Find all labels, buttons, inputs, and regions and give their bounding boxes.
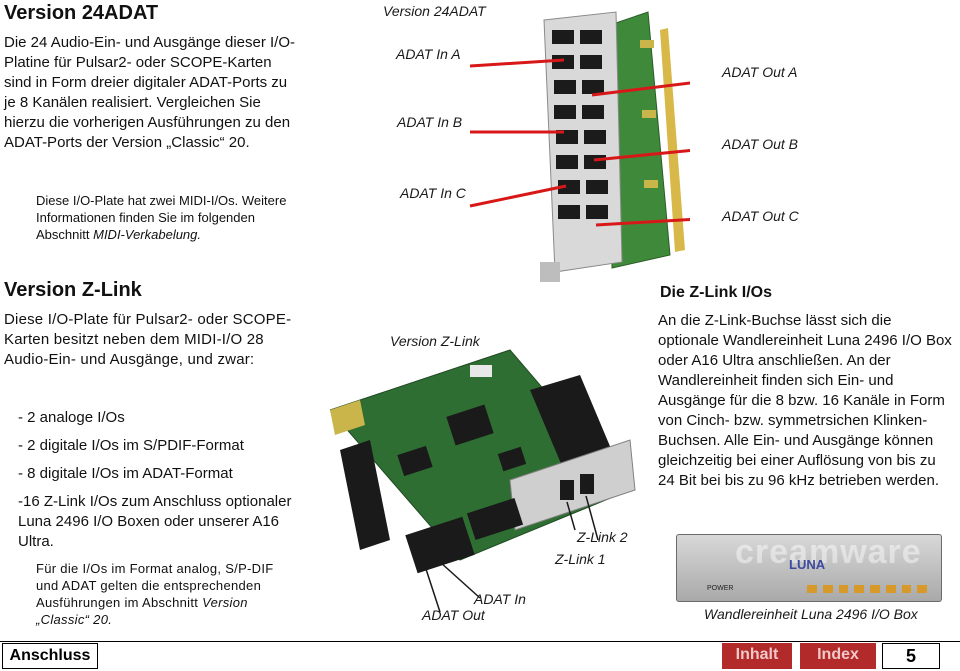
midi-link[interactable]: MIDI-Verkabelung. (93, 227, 202, 242)
label-adat-out-c: ADAT Out C (722, 208, 799, 224)
page-number: 5 (882, 643, 940, 669)
label-zlink-1: Z-Link 1 (555, 551, 606, 567)
zlink-note: Für die I/Os im Format analog, S/P-DIF u… (36, 560, 294, 628)
midi-paragraph: Diese I/O-Plate hat zwei MIDI-I/Os. Weit… (36, 192, 294, 243)
zlink-card-illustration (330, 349, 636, 613)
label-adat-in-b: ADAT In B (397, 114, 463, 130)
list-item: - 2 digitale I/Os im S/PDIF-Format (18, 437, 244, 454)
list-item: - 2 analoge I/Os (18, 409, 125, 426)
device-brand-watermark: creamware (735, 533, 922, 571)
label-zlink-2: Z-Link 2 (577, 529, 628, 545)
device-power-label: POWER (707, 585, 734, 592)
adat-card-illustration (469, 11, 690, 282)
image-caption-zlink: Version Z-Link (390, 333, 480, 349)
section-title-zlink: Version Z-Link (4, 279, 142, 301)
label-zlink-adat-out: ADAT Out (422, 607, 485, 623)
section-title-zlink-ios: Die Z-Link I/Os (660, 284, 773, 301)
label-adat-in-c: ADAT In C (400, 185, 466, 201)
list-item: -16 Z-Link I/Os zum Anschluss optionaler… (18, 493, 292, 550)
section-name-label: Anschluss (2, 643, 98, 669)
label-zlink-adat-in: ADAT In (474, 591, 526, 607)
list-item: - 8 digitale I/Os im ADAT-Format (18, 465, 233, 482)
label-adat-out-b: ADAT Out B (722, 136, 798, 152)
luna-device-illustration: creamware LUNA POWER (676, 533, 942, 602)
device-logo: LUNA (789, 557, 826, 572)
section-title-24adat: Version 24ADAT (4, 2, 159, 24)
inhalt-button[interactable]: Inhalt (722, 643, 792, 669)
zlink-ios-paragraph: An die Z-Link-Buchse lässt sich die opti… (658, 312, 952, 489)
label-adat-in-a: ADAT In A (396, 46, 461, 62)
image-caption-luna: Wandlereinheit Luna 2496 I/O Box (704, 606, 918, 622)
intro-paragraph-zlink: Diese I/O-Plate für Pulsar2- oder SCOPE-… (4, 311, 292, 368)
footer-rule (0, 641, 960, 642)
image-caption-24adat: Version 24ADAT (383, 3, 486, 19)
index-button[interactable]: Index (800, 643, 876, 669)
midi-paragraph-text: Diese I/O-Plate hat zwei MIDI-I/Os. Weit… (36, 193, 287, 242)
classic-link[interactable]: Version „Classic“ 20. (36, 595, 248, 627)
intro-paragraph-24adat: Die 24 Audio-Ein- und Ausgänge dieser I/… (4, 34, 296, 151)
device-led-row (807, 585, 927, 595)
zlink-feature-list: - 2 analoge I/Os - 2 digitale I/Os im S/… (18, 408, 296, 552)
label-adat-out-a: ADAT Out A (722, 64, 798, 80)
zlink-note-text: Für die I/Os im Format analog, S/P-DIF u… (36, 561, 274, 610)
